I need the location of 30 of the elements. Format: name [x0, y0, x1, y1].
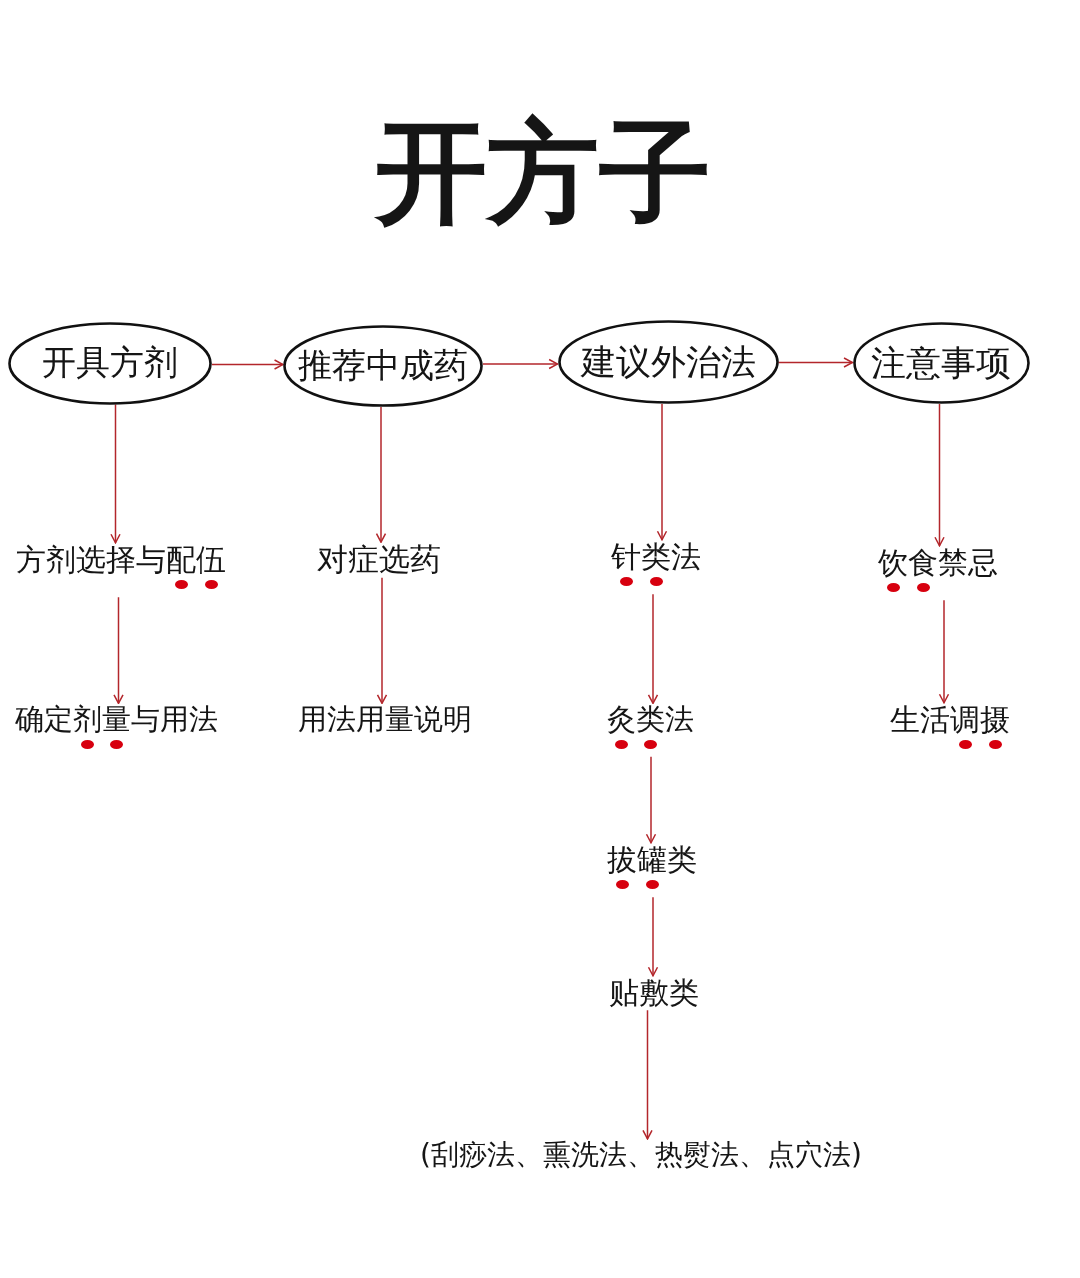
step-ellipse: 注意事项: [852, 322, 1030, 404]
arrow: [938, 599, 950, 704]
arrow: [647, 593, 659, 705]
arrow: [645, 755, 657, 844]
step-ellipse: 推荐中成药: [283, 325, 483, 407]
step-ellipse: 开具方剂: [8, 321, 212, 405]
step-label: 生活调摄: [890, 702, 1010, 738]
step-label: 确定剂量与用法: [14, 703, 218, 737]
step-label: 方剂选择与配伍: [16, 542, 226, 578]
arrow: [375, 406, 387, 543]
arrow: [642, 1009, 653, 1140]
arrow: [211, 359, 284, 370]
step-label: 灸类法: [606, 703, 694, 737]
arrow: [376, 577, 388, 705]
step-label: (刮痧法、熏洗法、热熨法、点穴法): [420, 1138, 862, 1172]
step-label: 贴敷类: [609, 975, 699, 1011]
arrow: [777, 357, 854, 368]
step-label: 拔罐类: [607, 842, 697, 878]
arrow: [110, 403, 121, 544]
step-label: 饮食禁忌: [878, 545, 998, 581]
arrow: [647, 896, 659, 977]
arrow: [934, 403, 945, 547]
arrow: [482, 358, 559, 370]
arrow: [656, 403, 668, 541]
step-ellipse: 建议外治法: [557, 320, 779, 404]
step-label: 对症选药: [317, 542, 441, 578]
step-label: 用法用量说明: [298, 703, 472, 737]
step-label: 针类法: [611, 539, 701, 575]
arrow: [113, 596, 124, 705]
title: 开方子: [375, 107, 711, 237]
